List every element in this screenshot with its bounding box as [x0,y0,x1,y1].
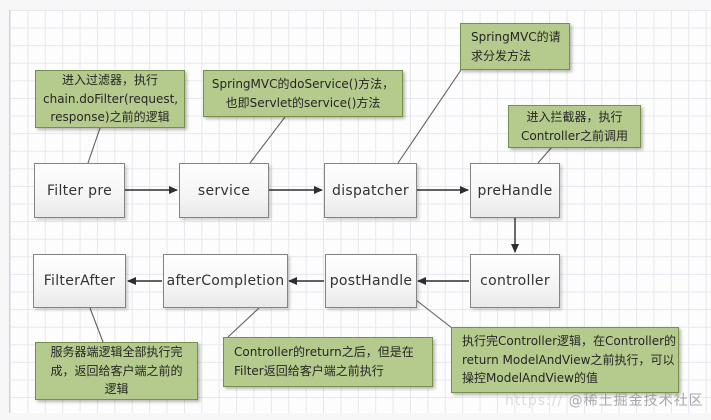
node-filter-pre: Filter pre [34,163,125,218]
callout-line: 进入拦截器，执行 [526,109,623,124]
node-service-label: service [197,182,251,199]
callout-line: 求分发方法 [471,48,532,63]
callout-filter-after-note: 服务器端逻辑全部执行完 成，返回给客户端之前的 逻辑 [35,342,198,400]
node-filter-after-label: FilterAfter [43,273,116,289]
callout-line: 逻辑 [104,382,129,397]
callout-line: 执行完Controller逻辑，在Controller的 [462,334,677,349]
leader-note-after-completion [227,307,260,338]
callout-line: Controller之前调用 [520,128,629,143]
node-prehandle-label: preHandle [477,182,553,199]
callout-after-completion-note: Controller的return之后，但是在 Filter返回给客户端之前执行 [223,337,433,387]
leader-note-prehandle [537,146,553,164]
callout-posthandle-note: 执行完Controller逻辑，在Controller的 return Mode… [451,327,679,393]
callout-dispatcher-note: SpringMVC的请 求分发方法 [460,23,570,70]
callout-line: chain.doFilter(request, [43,91,179,106]
callout-filter-pre-note: 进入过滤器，执行 chain.doFilter(request, respons… [35,70,185,128]
callout-line: 也即Servlet的service()方法 [225,95,381,110]
node-posthandle-label: postHandle [329,273,413,289]
watermark-text: @稀土掘金技术社区 [568,393,704,409]
callout-line: Filter返回给客户端之前执行 [234,364,384,378]
callout-line: 服务器端逻辑全部执行完 [50,345,183,360]
node-service: service [179,163,269,218]
callout-line: 成，返回给客户端之前的 [50,363,183,378]
node-posthandle: postHandle [325,254,417,308]
callout-service-note: SpringMVC的doService()方法， 也即Servlet的servi… [203,70,403,117]
callout-line: 进入过滤器，执行 [61,73,158,88]
watermark-url-fragment: https:// [505,393,564,409]
callout-line: SpringMVC的doService()方法， [211,76,395,91]
callout-line: return ModelAndView之前执行，可以 [462,352,675,367]
node-controller: controller [470,254,560,308]
node-dispatcher: dispatcher [324,163,417,218]
leader-note-filter-pre [87,127,101,164]
leader-note-filter-after [89,307,104,343]
node-after-completion: afterCompletion [163,254,288,308]
node-controller-label: controller [480,273,550,289]
leader-note-posthandle [415,299,453,329]
node-prehandle: preHandle [470,163,560,218]
node-dispatcher-label: dispatcher [332,182,409,199]
callout-line: 操控ModelAndView的值 [462,371,598,386]
node-filter-after: FilterAfter [33,254,126,308]
node-after-completion-label: afterCompletion [166,273,285,289]
callout-prehandle-note: 进入拦截器，执行 Controller之前调用 [508,105,641,148]
node-filter-pre-label: Filter pre [46,182,113,199]
callout-line: Controller的return之后，但是在 [234,345,414,360]
callout-line: SpringMVC的请 [471,29,561,44]
callout-line: response)之前的逻辑 [50,110,170,125]
leader-note-dispatcher [397,69,462,164]
leader-note-service [249,116,286,164]
watermark: https:// @稀土掘金技术社区 [505,390,704,410]
